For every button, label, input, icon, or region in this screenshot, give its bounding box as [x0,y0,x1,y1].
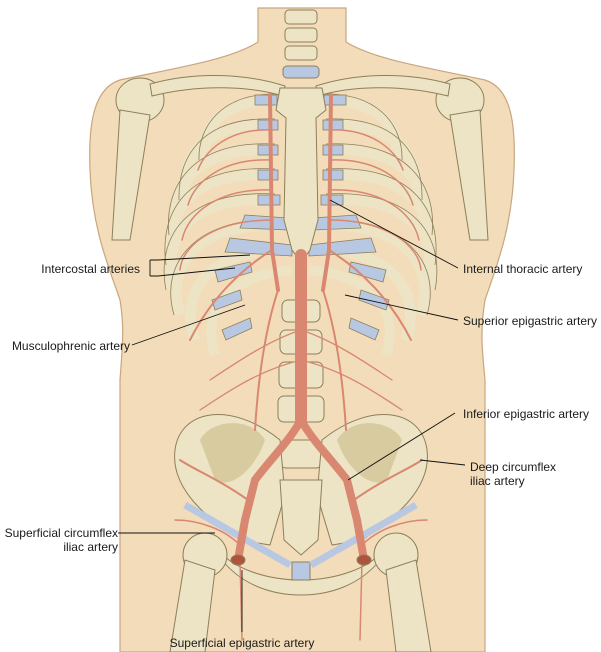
leader-inferior-epigastric [347,412,456,481]
leader-intercostal-1 [157,254,251,261]
label-superior-epigastric-artery: Superior epigastric artery [463,314,598,328]
leader-superior-epigastric [344,294,459,321]
label-musculophrenic-artery: Musculophrenic artery [11,339,130,353]
label-superficial-circumflex-line1: Superficial circumflex [4,526,118,540]
leader-lines [118,199,466,632]
label-superficial-circumflex-line2: iliac artery [63,540,118,554]
right-femoral-artery-end [356,554,372,566]
left-inguinal-ligament [183,501,292,569]
label-internal-thoracic-artery: Internal thoracic artery [463,262,583,276]
leader-internal-thoracic [329,199,459,269]
costal-cartilages [211,94,390,341]
artery-network [174,93,428,641]
leader-intercostal-2 [157,267,236,277]
label-superficial-epigastric-artery: Superficial epigastric artery [169,636,315,650]
label-deep-circumflex-line1: Deep circumflex [470,460,557,474]
pelvis [169,414,432,652]
label-intercostal-arteries: Intercostal arteries [41,262,140,276]
cervical-spine [282,9,320,79]
right-humerus [435,77,489,241]
left-femoral-artery-end [230,554,246,566]
leader-deep-circumflex [419,459,466,466]
leader-musculophrenic [131,304,246,346]
label-inferior-epigastric-artery: Inferior epigastric artery [463,407,590,421]
leader-intercostal-bracket [149,259,158,277]
label-deep-circumflex-line2: iliac artery [470,474,525,488]
